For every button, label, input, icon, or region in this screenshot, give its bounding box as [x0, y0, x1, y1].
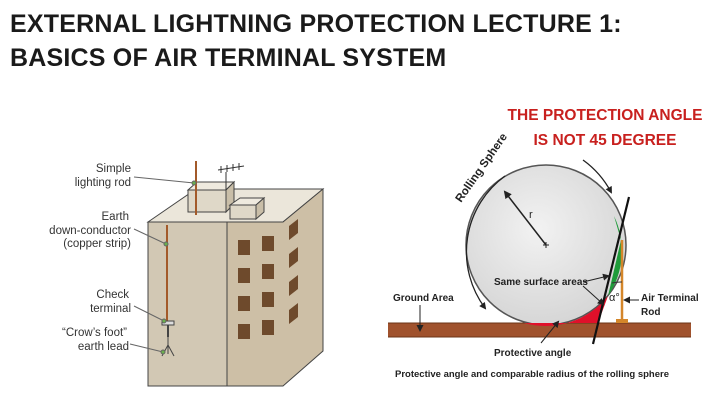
label-conductor-2: down-conductor [49, 225, 131, 237]
label-terminal-2: terminal [90, 303, 131, 315]
side-windows [289, 219, 298, 324]
alpha-arc [611, 281, 623, 284]
label-conductor-3: (copper strip) [63, 238, 131, 250]
check-terminal-icon [161, 320, 175, 337]
center-mark [543, 242, 549, 248]
sphere-caption: Protective angle and comparable radius o… [395, 369, 669, 380]
roof-box-large [187, 189, 227, 213]
label-conductor-1: Earth [102, 211, 130, 223]
page-title: EXTERNAL LIGHTNING PROTECTION LECTURE 1:… [10, 7, 622, 75]
front-windows [238, 236, 274, 339]
building-leader-lines [129, 176, 197, 355]
protection-angle-headline: THE PROTECTION ANGLE IS NOT 45 DEGREE [487, 103, 720, 153]
roof-box-small-side [255, 196, 265, 221]
rolling-sphere-diagram: r Rolling Sphere Same surface areas α° G… [388, 131, 699, 380]
label-crowsfoot-2: earth lead [78, 341, 129, 353]
building-front-face [147, 221, 228, 387]
air-terminal-label-1: Air Terminal [641, 293, 699, 304]
building-side-face [226, 187, 324, 387]
antenna-icon [217, 163, 245, 190]
rolling-arc-top [582, 159, 612, 194]
label-terminal-1: Check [96, 289, 129, 301]
alpha-label: α° [609, 292, 620, 304]
headline-line-1: THE PROTECTION ANGLE [507, 107, 703, 124]
ground-area-label: Ground Area [393, 293, 454, 304]
building-labels: Simple lighting rod Earth down-conductor… [49, 163, 131, 353]
title-line-1: EXTERNAL LIGHTNING PROTECTION LECTURE 1: [10, 10, 622, 38]
red-area [524, 296, 608, 326]
title-line-2: BASICS OF AIR TERMINAL SYSTEM [10, 44, 447, 72]
air-terminal-label-2: Rod [641, 307, 660, 318]
label-crowsfoot-1: “Crow’s foot” [62, 327, 127, 339]
roof-box-small [229, 204, 257, 220]
radius-label: r [529, 209, 533, 221]
ground-strip [388, 323, 691, 337]
headline-line-2: IS NOT 45 DEGREE [533, 132, 677, 149]
rolling-arc-left [465, 175, 506, 310]
protection-angle-line [591, 196, 631, 345]
green-area [608, 216, 622, 296]
protective-angle-label: Protective angle [494, 348, 572, 359]
label-rod-1: Simple [96, 163, 131, 175]
same-surface-label: Same surface areas [494, 277, 588, 288]
label-rod-2: lighting rod [75, 177, 131, 189]
radius-arrow [503, 190, 547, 246]
building-diagram: Simple lighting rod Earth down-conductor… [49, 161, 325, 387]
